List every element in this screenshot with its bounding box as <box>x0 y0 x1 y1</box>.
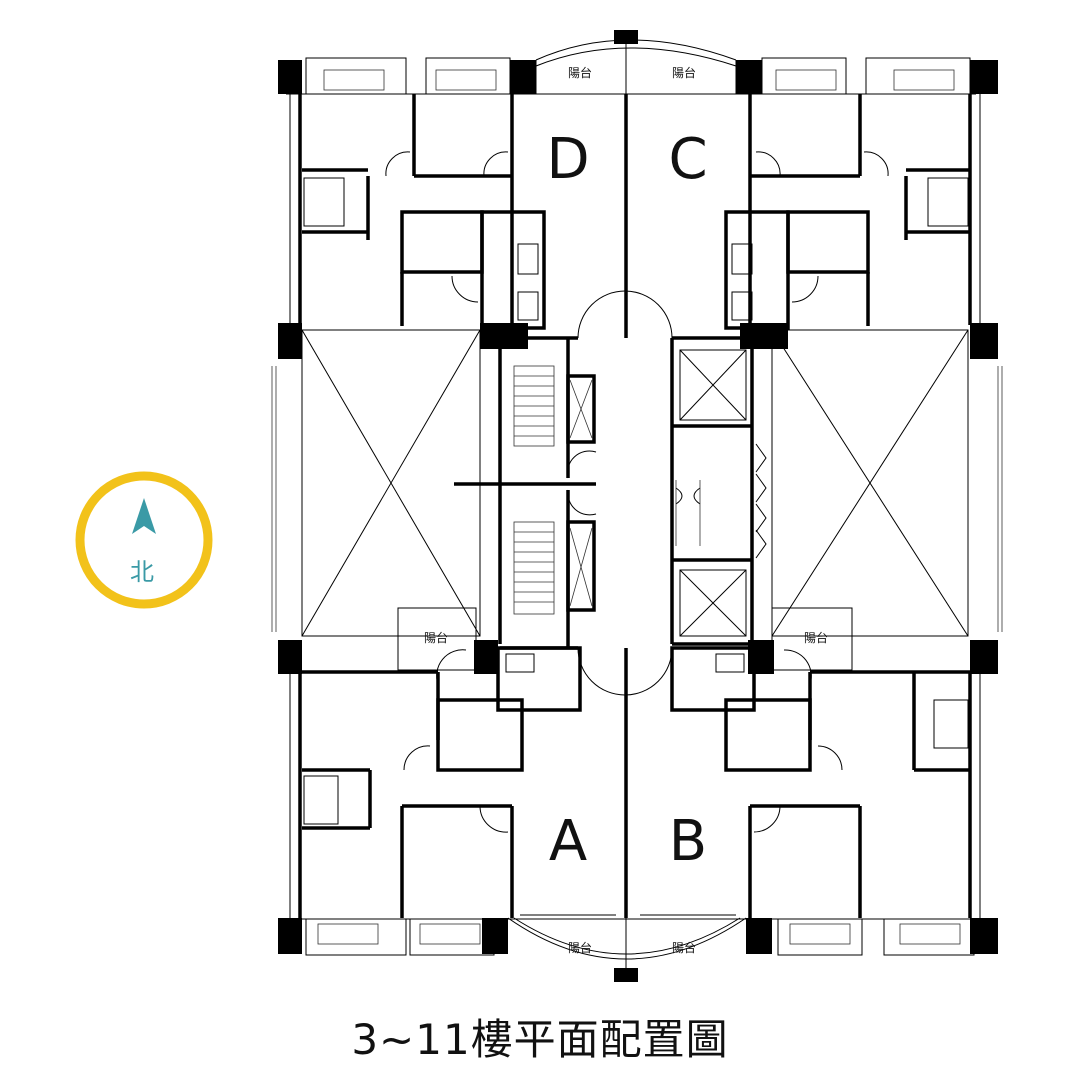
unit-label-c: C <box>668 127 707 192</box>
balcony-label-top-right: 陽台 <box>672 65 696 80</box>
unit-a-rooms <box>302 607 582 918</box>
unit-c-rooms <box>724 94 970 330</box>
compass-ring <box>75 471 213 609</box>
balcony-label-bottom-right: 陽台 <box>672 940 696 955</box>
balcony-label-bottom-left: 陽台 <box>568 940 592 955</box>
north-compass <box>75 471 213 609</box>
plan-caption: 3~11樓平面配置圖 <box>351 1015 729 1064</box>
top-windows <box>305 57 975 956</box>
stair-treads <box>514 375 554 603</box>
unit-label-b: B <box>669 809 707 874</box>
light-wells <box>271 329 1003 637</box>
compass-label: 北 <box>130 558 154 586</box>
unit-d-rooms <box>302 94 546 330</box>
unit-b-rooms <box>670 607 970 918</box>
unit-label-a: A <box>549 809 587 874</box>
balcony-label-mid-right: 陽台 <box>804 630 828 645</box>
unit-label-d: D <box>546 127 589 192</box>
balcony-label-mid-left: 陽台 <box>424 630 448 645</box>
balcony-label-top-left: 陽台 <box>568 65 592 80</box>
north-arrow-icon <box>132 498 156 534</box>
central-balconies <box>507 38 747 975</box>
core <box>454 94 767 918</box>
outer-walls <box>286 93 981 920</box>
corridor-doors <box>566 290 673 696</box>
